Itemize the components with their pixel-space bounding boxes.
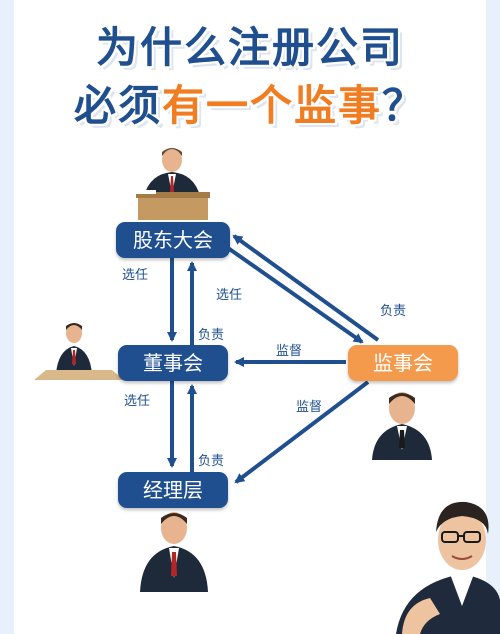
right-band (486, 0, 500, 634)
label-supervisor-to-managers: 监督 (296, 400, 323, 415)
title-highlight: 有一个监事 (161, 81, 382, 130)
label-board-to-managers: 选任 (124, 394, 151, 409)
supervisor-illustration (372, 392, 432, 460)
presenter-avatar (396, 501, 500, 634)
label-supervisor-to-board: 监督 (276, 344, 303, 359)
title-line-1: 为什么注册公司 (95, 23, 404, 72)
chairman-illustration (136, 148, 210, 220)
title-prefix: 必须 (73, 81, 162, 130)
board-member-illustration (34, 323, 124, 380)
label-shareholders-to-board: 选任 (122, 268, 149, 283)
label-supervisor-to-shareholders: 负责 (380, 304, 407, 319)
arrow-supervisor-to-shareholders (232, 234, 380, 342)
label-board-to-shareholders: 负责 (198, 328, 225, 343)
title-suffix: ？ (382, 81, 427, 130)
arrow-supervisor-to-managers (234, 380, 370, 484)
node-board: 董事会 (118, 345, 228, 381)
arrow-shareholders-to-supervisor (226, 246, 364, 344)
label-managers-to-board: 负责 (198, 454, 225, 469)
node-shareholders: 股东大会 (116, 222, 230, 258)
label-shareholders-to-supervisor: 选任 (216, 288, 243, 303)
title-line-2: 必须有一个监事？ (0, 72, 500, 133)
node-supervisor: 监事会 (348, 345, 458, 381)
node-managers: 经理层 (118, 472, 228, 508)
left-band (0, 0, 14, 634)
manager-illustration (140, 512, 208, 592)
